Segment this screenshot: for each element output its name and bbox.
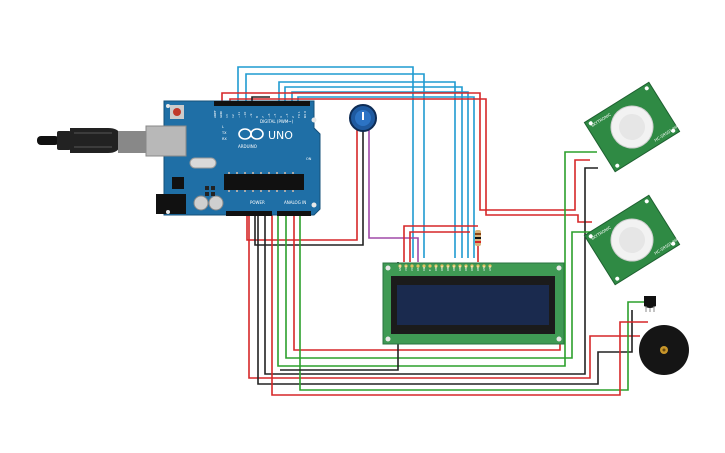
digital-pin-label: RX 0: [303, 111, 307, 118]
lcd-pin-label: DB4: [458, 265, 462, 271]
digital-pin-label: 2: [291, 116, 295, 118]
digital-pin-label: TX 1: [297, 111, 301, 119]
lcd-pin-label: DB1: [440, 265, 444, 271]
wire-pot-purple: [368, 128, 419, 262]
digital-pin-label: 13: [225, 114, 229, 118]
resistor-icon: [475, 230, 481, 246]
digital-pin-label: 4: [279, 116, 283, 118]
arduino-board: UNO ARDUINO DIGITAL (PWM~) POWER ANALOG …: [145, 100, 321, 216]
lcd-pin-label: VCC: [404, 265, 408, 271]
wire-green-2: [285, 215, 594, 359]
wire-black-lcd: [280, 262, 399, 371]
digital-pin-label: ~10: [243, 112, 247, 118]
power-label: POWER: [250, 200, 265, 205]
capacitor: [193, 195, 209, 211]
lcd-pin-label: GND: [398, 265, 402, 271]
transistor-icon: [644, 296, 656, 312]
digital-pin-label: 12: [231, 114, 235, 118]
pir-sensor-1: SKYTRONIC HC-SR501 PIR: [583, 81, 681, 173]
on-label: ON: [306, 157, 312, 161]
rx-label: RX: [222, 137, 227, 141]
lcd-screen: [397, 285, 549, 325]
wire-res-red-2: [409, 231, 470, 262]
board-model: UNO: [268, 129, 293, 142]
analog-header: [277, 211, 311, 216]
lcd-pin-label: RS: [416, 267, 420, 271]
crystal: [189, 157, 217, 169]
wire-green-3: [299, 215, 650, 391]
atmega-chip: [224, 174, 304, 190]
potentiometer-icon[interactable]: [349, 104, 377, 132]
digital-header: [214, 101, 310, 106]
lcd-pin-header: [398, 264, 492, 268]
digital-pin-label: ~9: [249, 113, 253, 118]
regulator: [172, 177, 184, 189]
wire-blue-1: [237, 66, 414, 258]
lcd-pin-label: DB3: [452, 265, 456, 271]
arduino-logo: [238, 128, 264, 140]
digital-pin-label: AREF: [213, 110, 217, 118]
board-brand: ARDUINO: [238, 144, 257, 149]
wire-pot-black: [254, 128, 364, 246]
buzzer-icon: [639, 325, 689, 375]
digital-pin-label: ~3: [285, 113, 289, 118]
wire-green-1: [277, 151, 597, 367]
lcd-pin-label: DB2: [446, 265, 450, 271]
pir-sensor-2: SKYTRONIC HC-SR501 PIR: [583, 194, 681, 286]
lcd-pin-label: RW: [422, 266, 426, 271]
lcd-pin-label: DB0: [434, 265, 438, 271]
lcd-display: [382, 262, 565, 345]
power-jack: [156, 194, 186, 214]
digital-pin-label: GND: [219, 110, 223, 118]
wire-red-4: [271, 215, 648, 396]
tx-label: TX: [221, 131, 227, 135]
wire-blue-6: [297, 96, 475, 258]
lcd-pin-label: DB6: [470, 265, 474, 271]
wire-blue-4: [284, 86, 463, 258]
wire-black-bus-2: [264, 167, 598, 375]
wire-blue-2: [245, 73, 425, 258]
wires: [221, 66, 650, 396]
usb-jack: [145, 125, 187, 157]
icsp-header: [205, 186, 215, 196]
wire-red-top-1: [221, 92, 590, 211]
wire-red-bus: [248, 215, 640, 379]
digital-label: DIGITAL (PWM~): [260, 119, 294, 124]
wire-res-red: [403, 225, 478, 262]
digital-pin-label: ~5: [273, 113, 277, 118]
digital-pin-label: ~6: [267, 113, 271, 118]
capacitor: [208, 195, 224, 211]
wire-red-top-2: [229, 98, 592, 223]
digital-pin-label: 7: [261, 116, 265, 118]
wire-red-3: [293, 215, 561, 351]
lcd-pin-label: LED: [488, 266, 492, 271]
digital-pin-label: 8: [255, 116, 259, 118]
power-header: [226, 211, 272, 216]
lcd-pin-label: E: [428, 269, 432, 271]
analog-label: ANALOG IN: [284, 200, 306, 205]
digital-pin-label: ~11: [237, 112, 241, 118]
usb-plug-icon: [37, 128, 148, 153]
wire-blue-5: [291, 91, 469, 258]
lcd-pin-label: DB7: [476, 265, 480, 271]
lcd-pin-label: LED: [482, 266, 486, 271]
wire-pot-red: [246, 128, 358, 241]
lcd-pin-label: DB5: [464, 265, 468, 271]
wire-black-bus: [257, 215, 633, 385]
lcd-pin-label: V0: [410, 267, 414, 271]
l-label: L: [222, 125, 224, 129]
